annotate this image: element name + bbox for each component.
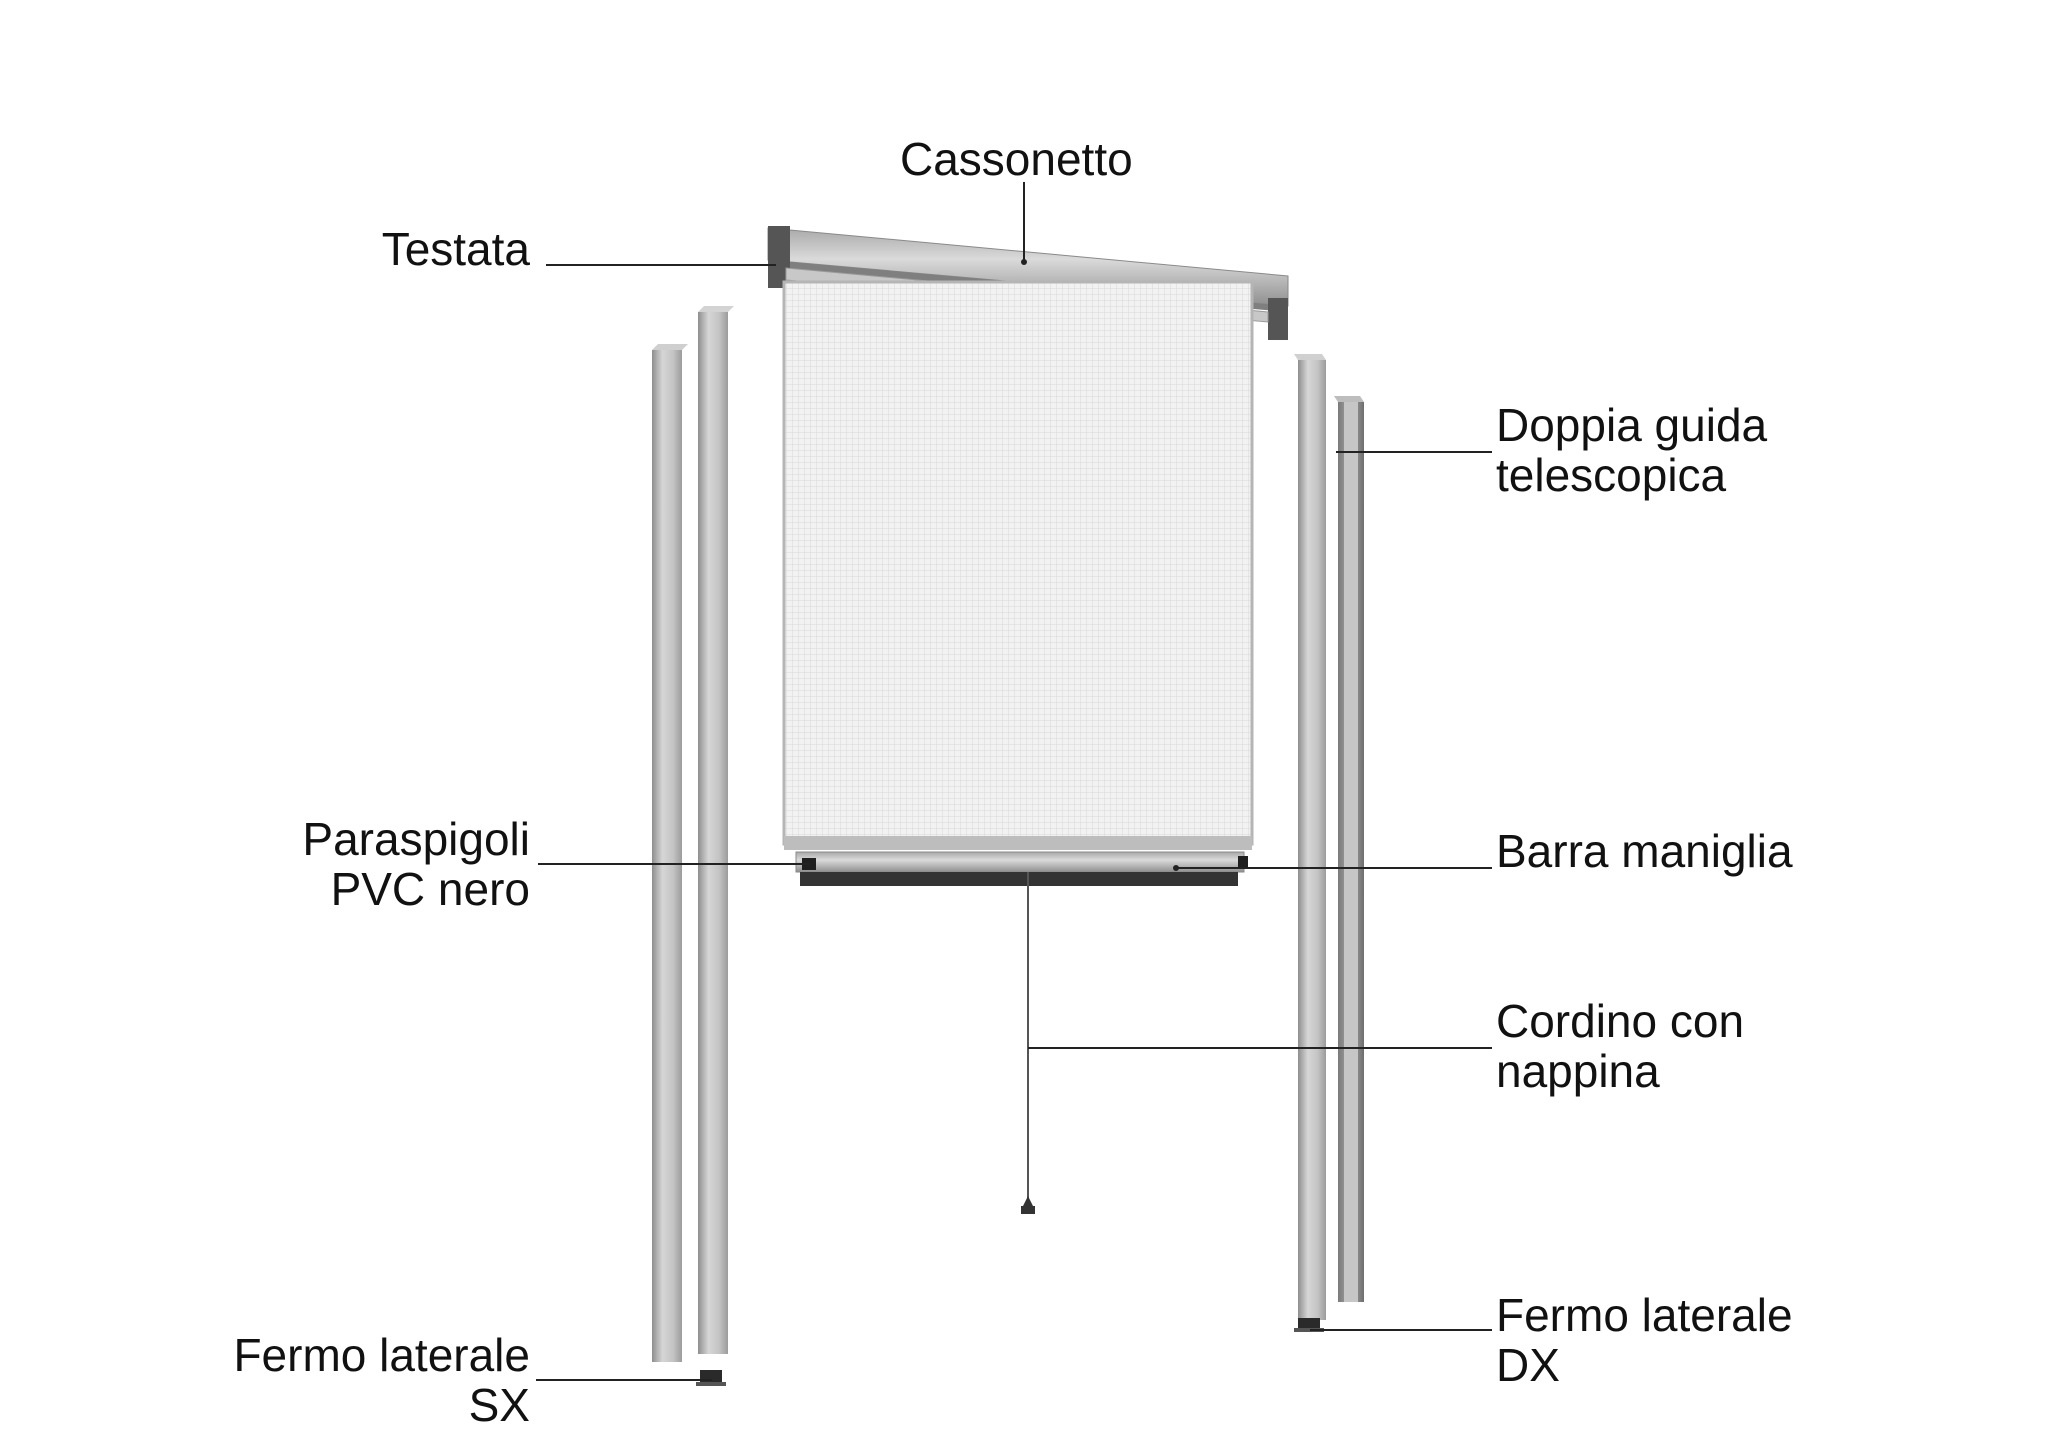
label-paraspigoli: Paraspigoli PVC nero (200, 814, 530, 914)
right-guide-rail-telescopic (1334, 396, 1364, 1302)
label-fermo-sx-line1: Fermo laterale (233, 1329, 530, 1381)
pull-cord (1021, 872, 1035, 1214)
label-cordino: Cordino con nappina (1496, 996, 1744, 1096)
label-cassonetto-text: Cassonetto (900, 133, 1133, 185)
side-stop-dx (1294, 1318, 1324, 1332)
mesh-screen (782, 280, 1254, 850)
label-barra-maniglia-text: Barra maniglia (1496, 825, 1793, 877)
label-testata: Testata (300, 224, 530, 274)
label-fermo-sx: Fermo laterale SX (130, 1330, 530, 1430)
label-fermo-dx-line2: DX (1496, 1339, 1560, 1391)
label-testata-text: Testata (381, 223, 530, 275)
label-doppia-guida-line2: telescopica (1496, 449, 1727, 501)
label-fermo-dx: Fermo laterale DX (1496, 1290, 1793, 1390)
left-guide-rail-outer (652, 344, 688, 1362)
label-barra-maniglia: Barra maniglia (1496, 826, 1793, 876)
handle-bar (795, 851, 1248, 886)
label-fermo-dx-line1: Fermo laterale (1496, 1289, 1793, 1341)
label-cassonetto: Cassonetto (900, 134, 1133, 184)
right-guide-rail-outer (1294, 354, 1326, 1320)
label-cordino-line1: Cordino con (1496, 995, 1745, 1047)
left-guide-rail-inner (698, 306, 734, 1354)
label-doppia-guida-line1: Doppia guida (1496, 399, 1768, 451)
label-paraspigoli-line2: PVC nero (330, 863, 530, 915)
label-doppia-guida: Doppia guida telescopica (1496, 400, 1767, 500)
label-fermo-sx-line2: SX (468, 1379, 530, 1431)
leader-lines (536, 182, 1492, 1381)
label-cordino-line2: nappina (1496, 1045, 1660, 1097)
label-paraspigoli-line1: Paraspigoli (302, 813, 530, 865)
side-stop-sx (696, 1370, 726, 1386)
